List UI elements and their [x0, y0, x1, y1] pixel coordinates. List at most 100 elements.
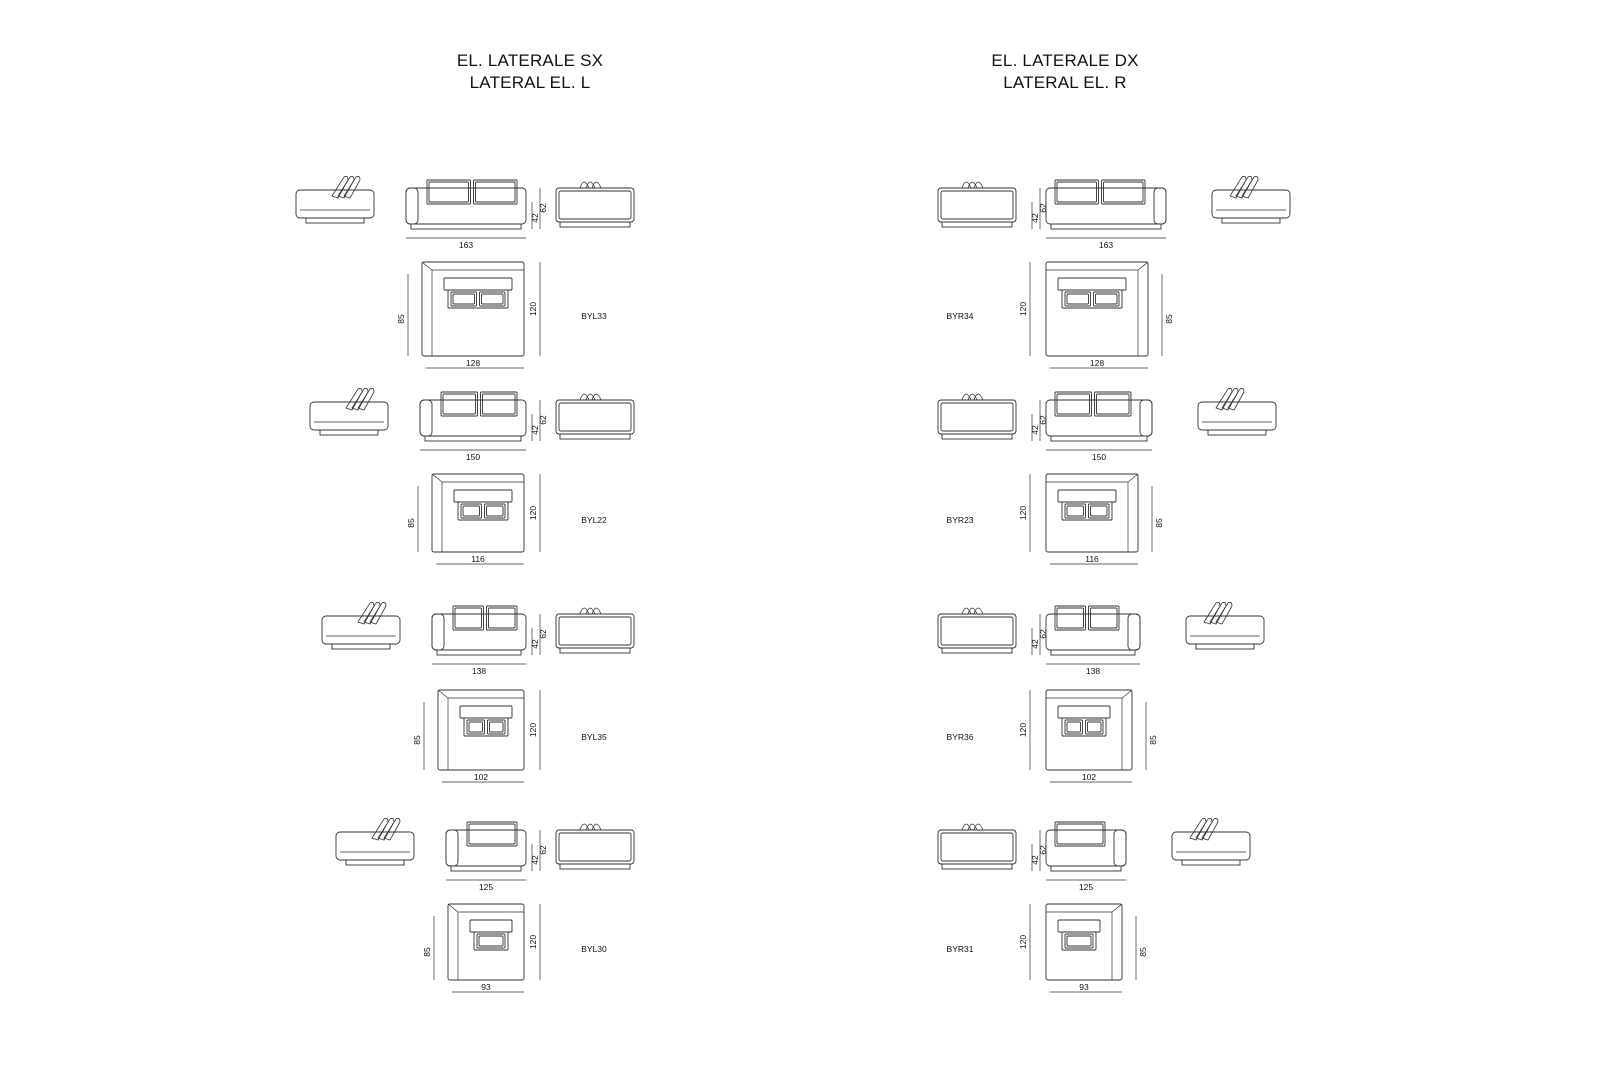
dim-seat-height-label: 42: [1030, 639, 1040, 649]
base-plinth: [941, 221, 1013, 228]
rear-elevation: [555, 393, 635, 440]
plan-outline: [447, 903, 525, 981]
leaning-pillow: [369, 602, 387, 625]
header-right-line1: EL. LATERALE DX: [991, 51, 1139, 70]
base-plinth: [559, 647, 631, 654]
plan-corner-chamfer: [1121, 689, 1133, 699]
armrest: [1153, 187, 1167, 225]
back-cushion-inner: [1056, 181, 1097, 203]
pillow-top: [579, 607, 590, 615]
rear-elevation: [937, 181, 1017, 228]
plan-view: 93: [447, 903, 525, 993]
back-cushion-inner: [486, 505, 504, 517]
back-panel: [555, 187, 635, 223]
back-cushion-inner: [462, 505, 480, 517]
plan-corner-chamfer: [1111, 903, 1123, 913]
side-elevation: [1211, 176, 1291, 224]
back-cushion-inner: [482, 393, 516, 415]
dim-plan-width-label: 116: [471, 554, 485, 564]
back-cushion-inner: [488, 607, 516, 629]
dim-plan-width-label: 116: [1085, 554, 1099, 564]
back-cushion-inner: [1066, 505, 1084, 517]
plan-view: 102: [1045, 689, 1133, 783]
plan-view: 116: [1045, 473, 1139, 565]
armrest: [1139, 399, 1153, 437]
pillow-top: [961, 607, 972, 615]
rear-elevation: [555, 823, 635, 870]
back-cushion: [1088, 503, 1110, 519]
back-cushion: [479, 291, 506, 307]
header-right: EL. LATERALE DX LATERAL EL. R: [915, 50, 1215, 94]
back-cushion-inner: [428, 181, 469, 203]
side-elevation: [295, 176, 375, 224]
base-plinth: [436, 649, 522, 656]
seat-block: [309, 401, 389, 431]
header-left-line2: LATERAL EL. L: [469, 73, 591, 92]
pillow-top: [967, 181, 978, 189]
back-cushion-inner: [478, 935, 504, 947]
back-cushion: [1088, 605, 1120, 631]
back-panel: [555, 613, 635, 649]
pillow-top: [591, 607, 602, 615]
pillow-top: [585, 823, 596, 831]
model-code-right: BYR31: [947, 944, 974, 954]
plan-corner-chamfer: [437, 689, 449, 699]
back-cushion: [480, 391, 518, 417]
back-cushion-inner: [1056, 607, 1084, 629]
dim-plan-width-label: 102: [1082, 772, 1096, 782]
base-plinth: [1181, 859, 1241, 866]
pillow-top: [579, 393, 590, 401]
seat-block: [321, 615, 401, 645]
pillow-top: [591, 393, 602, 401]
back-cushion-inner: [1066, 935, 1092, 947]
back-cushion: [484, 503, 506, 519]
back-cushion: [486, 605, 518, 631]
back-cushion-inner: [454, 607, 482, 629]
dim-width-label: 150: [1092, 452, 1106, 462]
back-cushion: [1054, 179, 1099, 205]
back-cushion: [1054, 605, 1086, 631]
leaning-pillow: [343, 176, 361, 199]
pillow-top: [579, 823, 590, 831]
pillow-top: [973, 823, 984, 831]
pillow-top: [961, 823, 972, 831]
back-cushion-inner: [1087, 721, 1102, 733]
back-panel: [937, 613, 1017, 649]
plan-corner-chamfer: [1127, 473, 1139, 483]
dim-depth-total-label: 120: [1018, 723, 1028, 737]
plan-backrest: [443, 277, 513, 291]
back-cushion: [1064, 291, 1091, 307]
back-cushion-inner: [468, 721, 483, 733]
pillow-top: [961, 393, 972, 401]
dim-depth-seat-label: 85: [1164, 314, 1174, 324]
base-plinth: [424, 435, 522, 442]
body: [1045, 187, 1167, 225]
leaning-pillow: [1227, 388, 1245, 411]
back-cushion: [1093, 291, 1120, 307]
dim-back-height-label: 62: [538, 629, 548, 639]
back-cushion: [476, 933, 506, 949]
dim-back-height-label: 62: [538, 203, 548, 213]
pillow-top: [585, 607, 596, 615]
dim-seat-height-label: 42: [1030, 855, 1040, 865]
seat-block: [335, 831, 415, 861]
pillow-top: [585, 393, 596, 401]
seat-block: [1197, 401, 1277, 431]
rear-elevation: [937, 393, 1017, 440]
back-cushion: [1085, 719, 1104, 735]
back-cushion-inner: [1103, 181, 1144, 203]
back-cushion-inner: [1056, 823, 1104, 845]
base-plinth: [941, 647, 1013, 654]
seat-block: [1185, 615, 1265, 645]
dim-plan-width-label: 93: [481, 982, 491, 992]
back-cushion-inner: [489, 721, 504, 733]
header-right-line2: LATERAL EL. R: [1003, 73, 1127, 92]
base-plinth: [319, 429, 379, 436]
dim-width-label: 125: [479, 882, 493, 892]
back-panel-inner: [940, 402, 1014, 432]
